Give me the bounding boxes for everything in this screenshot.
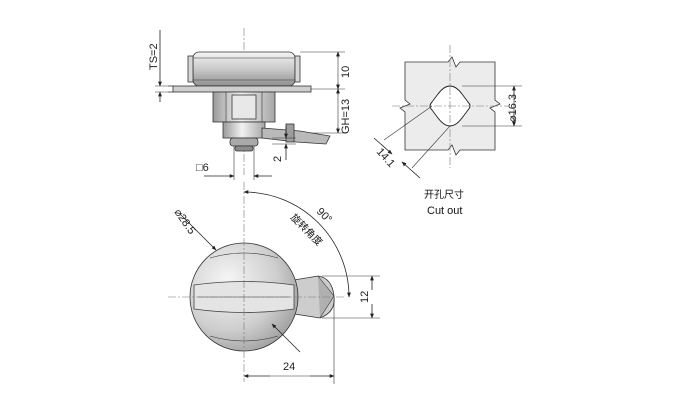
- angle-label: 90°: [314, 206, 334, 226]
- cutout-view: ⌀16.3 14.1 开孔尺寸 Cut out: [373, 45, 522, 217]
- side-view: TS=2 10 GH=13 2 □6: [148, 28, 352, 180]
- cutout-width-label: 14.1: [374, 146, 397, 170]
- gh-label: GH=13: [340, 99, 352, 134]
- front-view: ⌀28.5 90° 旋转角度 12 24: [168, 182, 380, 384]
- dim-12-label: 12: [359, 291, 371, 303]
- dim-10-label: 10: [340, 66, 352, 78]
- cutout-dia-label: ⌀16.3: [507, 94, 519, 122]
- sq6-label: □6: [196, 162, 209, 174]
- panel-flange: [172, 85, 312, 93]
- cam-lever: [261, 127, 331, 145]
- ts-label: TS=2: [148, 43, 160, 70]
- cutout-caption-cn: 开孔尺寸: [424, 188, 464, 201]
- rotation-arc: [243, 190, 351, 298]
- dim-2-label: 2: [272, 156, 284, 162]
- front-dia-label: ⌀28.5: [172, 207, 198, 237]
- cutout-caption-en: Cut out: [427, 205, 462, 217]
- dim-24-label: 24: [283, 361, 295, 373]
- knob-cap: [192, 51, 296, 87]
